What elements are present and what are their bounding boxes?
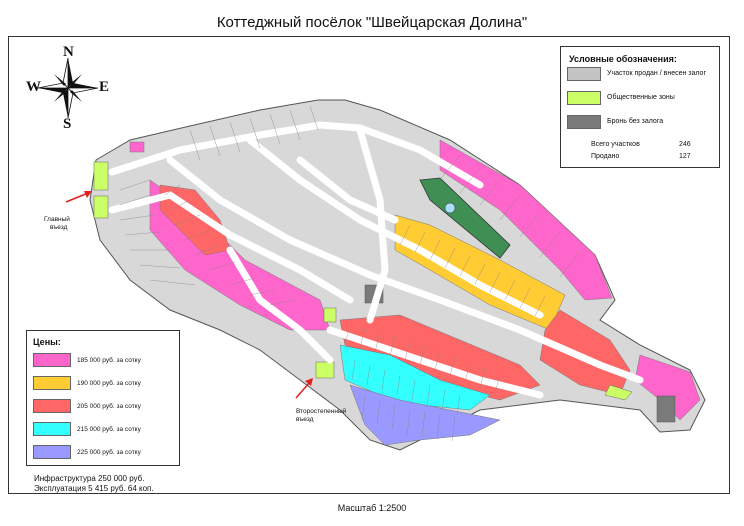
reserved-plot-2 (656, 395, 676, 423)
zone-185-top (129, 141, 145, 153)
map-frame (8, 36, 730, 494)
road-diagonal-2 (166, 156, 644, 384)
compass-east: E (99, 79, 110, 95)
road-vertical-1 (356, 126, 389, 324)
cost-notes: Инфраструктура 250 000 руб. Эксплуатация… (34, 474, 154, 494)
compass-north: N (63, 44, 74, 60)
legend-item-reserved: Бронь без залога (567, 115, 717, 131)
road-diagonal-3 (246, 136, 544, 319)
zone-185-northeast (439, 139, 613, 301)
main-entry-line-2: въезд (50, 224, 68, 231)
zone-225 (349, 384, 501, 446)
price-swatch-225 (33, 445, 71, 459)
price-label-215: 215 000 руб. за сотку (77, 426, 141, 433)
main-entry-line-1: Главный (44, 216, 70, 223)
price-swatch-190 (33, 376, 71, 390)
public-zone-entry-mid (93, 195, 109, 219)
price-item-205: 205 000 руб. за сотку (33, 399, 178, 415)
price-item-190: 190 000 руб. за сотку (33, 376, 178, 392)
main-entry-arrow-icon (65, 191, 92, 203)
secondary-entry-line-2: въезд (296, 416, 314, 423)
public-zone-east (604, 384, 633, 401)
maintenance-cost: Эксплуатация 5 415 руб. 64 коп. (34, 484, 154, 493)
legend-heading: Условные обозначения: (569, 54, 677, 64)
park-fountain (444, 202, 456, 214)
price-label-185: 185 000 руб. за сотку (77, 357, 141, 364)
public-zone-bottom (315, 361, 335, 379)
price-label-225: 225 000 руб. за сотку (77, 449, 141, 456)
legend-swatch-reserved (567, 115, 601, 129)
secondary-entry-arrow-icon (295, 378, 313, 399)
price-label-205: 205 000 руб. за сотку (77, 403, 141, 410)
price-legend-box: Цены: 185 000 руб. за сотку 190 000 руб.… (26, 330, 180, 466)
road-north (108, 121, 484, 189)
legend-box: Условные обозначения: Участок продан / в… (560, 46, 720, 168)
secondary-entry-line-1: Второстепенный (296, 408, 347, 415)
road-cross (296, 156, 399, 224)
road-diagonal-4 (326, 326, 544, 399)
legend-label-public: Общественные зоны (607, 94, 675, 101)
price-item-215: 215 000 руб. за сотку (33, 422, 178, 438)
road-lower (226, 246, 334, 364)
public-zone-small (323, 307, 337, 323)
price-label-190: 190 000 руб. за сотку (77, 380, 141, 387)
secondary-entry-label: Второстепенный въезд (296, 408, 346, 424)
public-zone-entry-top (93, 161, 109, 191)
page-title: Коттеджный посёлок "Швейцарская Долина" (216, 14, 528, 31)
legend-item-public: Общественные зоны (567, 91, 717, 107)
compass-west: W (26, 79, 41, 95)
infrastructure-cost: Инфраструктура 250 000 руб. (34, 474, 145, 483)
price-item-185: 185 000 руб. за сотку (33, 353, 178, 369)
legend-total-value: 246 (679, 141, 691, 148)
compass-rose-icon (37, 57, 99, 119)
legend-sold-value: 127 (679, 153, 691, 160)
park-area (419, 177, 511, 259)
main-entry-label: Главный въезд (44, 216, 70, 232)
legend-sold-label: Продано (591, 153, 620, 160)
legend-swatch-public (567, 91, 601, 105)
price-item-225: 225 000 руб. за сотку (33, 445, 178, 461)
plot-dividers (119, 105, 581, 442)
price-legend-heading: Цены: (33, 337, 61, 347)
price-swatch-185 (33, 353, 71, 367)
legend-total-label: Всего участков (591, 141, 640, 148)
compass-south: S (63, 116, 72, 132)
price-swatch-215 (33, 422, 71, 436)
legend-label-reserved: Бронь без залога (607, 118, 664, 125)
road-diagonal-1 (108, 191, 354, 304)
legend-swatch-sold (567, 67, 601, 81)
zone-205-east (539, 309, 631, 396)
price-swatch-205 (33, 399, 71, 413)
roads (108, 121, 644, 399)
legend-item-sold: Участок продан / внесен залог (567, 67, 717, 83)
legend-label-sold: Участок продан / внесен залог (607, 70, 707, 77)
map-scale: Масштаб 1:2500 (337, 503, 407, 513)
